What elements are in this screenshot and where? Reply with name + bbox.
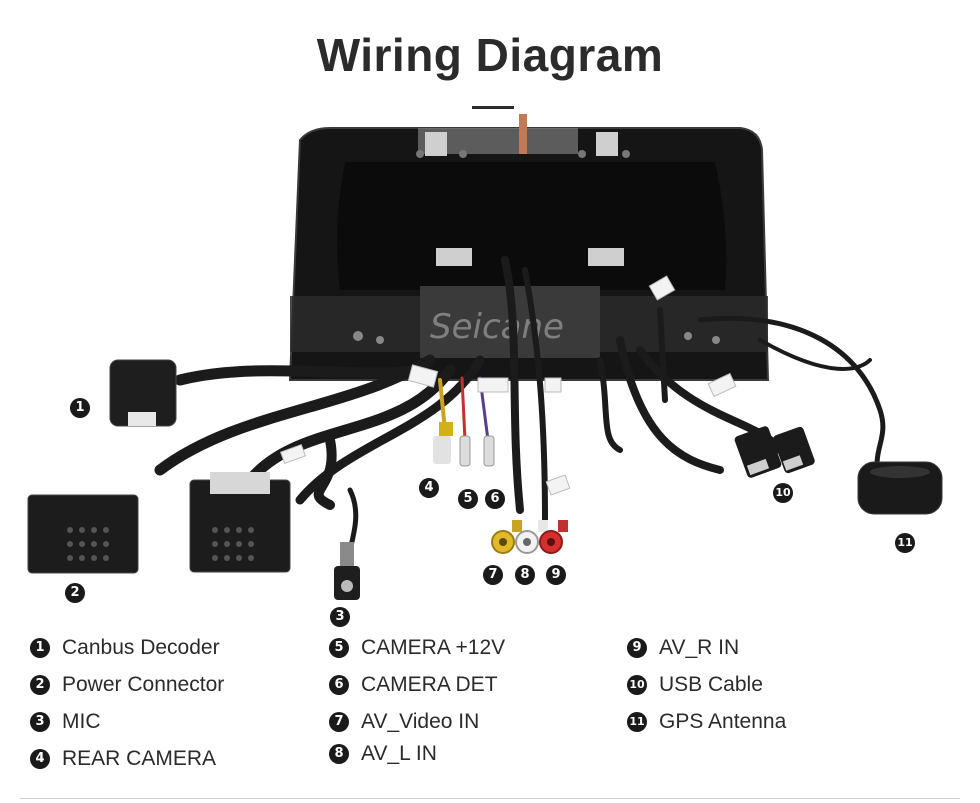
callout-7: 7 xyxy=(483,565,503,585)
legend-item-mic: 3 MIC xyxy=(30,708,101,736)
legend-item-usb-cable: 10 USB Cable xyxy=(627,671,763,699)
legend-number: 8 xyxy=(329,744,349,764)
legend-number: 1 xyxy=(30,638,50,658)
legend-label: Power Connector xyxy=(62,673,225,696)
power-connector-illustration xyxy=(27,472,291,574)
callout-1: 1 xyxy=(70,398,90,418)
legend-item-av-l-in: 8 AV_L IN xyxy=(329,740,437,768)
legend-number: 6 xyxy=(329,675,349,695)
callout-2: 2 xyxy=(65,583,85,603)
page-title: Wiring Diagram xyxy=(316,29,664,81)
usb-cable-illustration xyxy=(734,426,815,478)
legend-number: 7 xyxy=(329,712,349,732)
legend-label: USB Cable xyxy=(659,673,763,696)
legend-label: CAMERA DET xyxy=(361,673,498,696)
legend-item-camera-det: 6 CAMERA DET xyxy=(329,671,498,699)
callout-9: 9 xyxy=(546,565,566,585)
av-rca-plugs-illustration xyxy=(491,520,568,554)
callout-6: 6 xyxy=(485,489,505,509)
callout-5: 5 xyxy=(458,489,478,509)
legend-label: AV_L IN xyxy=(361,742,437,765)
legend-label: Canbus Decoder xyxy=(62,636,220,659)
legend-number: 4 xyxy=(30,749,50,769)
legend-number: 2 xyxy=(30,675,50,695)
canbus-decoder-illustration xyxy=(109,359,177,427)
callout-3: 3 xyxy=(330,607,350,627)
legend-item-canbus-decoder: 1 Canbus Decoder xyxy=(30,634,220,662)
legend-number: 5 xyxy=(329,638,349,658)
gps-antenna-illustration xyxy=(857,461,943,515)
legend-item-rear-camera: 4 REAR CAMERA xyxy=(30,745,216,773)
legend-item-power-connector: 2 Power Connector xyxy=(30,671,224,699)
legend-item-av-video-in: 7 AV_Video IN xyxy=(329,708,479,736)
callout-10: 10 xyxy=(773,483,793,503)
wiring-diagram: Seicane xyxy=(0,110,980,630)
legend-label: GPS Antenna xyxy=(659,710,787,733)
mic-illustration xyxy=(334,542,360,600)
legend-number: 9 xyxy=(627,638,647,658)
rear-camera-connector-illustration xyxy=(433,422,453,464)
wiring-harness xyxy=(154,256,886,553)
legend: 1 Canbus Decoder 2 Power Connector 3 MIC… xyxy=(0,630,980,780)
watermark-text: Seicane xyxy=(430,307,564,347)
legend-label: CAMERA +12V xyxy=(361,636,506,659)
legend-number: 3 xyxy=(30,712,50,732)
legend-number: 10 xyxy=(627,675,647,695)
head-unit-illustration: Seicane xyxy=(27,114,943,600)
bottom-divider xyxy=(20,798,960,799)
callout-4: 4 xyxy=(419,478,439,498)
legend-item-gps-antenna: 11 GPS Antenna xyxy=(627,708,786,736)
callout-8: 8 xyxy=(515,565,535,585)
legend-label: AV_Video IN xyxy=(361,710,480,733)
legend-item-camera-12v: 5 CAMERA +12V xyxy=(329,634,505,662)
camera-wire-terminals-illustration xyxy=(459,435,495,467)
callout-11: 11 xyxy=(895,533,915,553)
legend-number: 11 xyxy=(627,712,647,732)
title-underline xyxy=(472,106,514,109)
legend-item-av-r-in: 9 AV_R IN xyxy=(627,634,739,662)
legend-label: MIC xyxy=(62,710,101,733)
legend-label: AV_R IN xyxy=(659,636,740,659)
legend-label: REAR CAMERA xyxy=(62,747,217,770)
cable-tags xyxy=(279,275,737,496)
